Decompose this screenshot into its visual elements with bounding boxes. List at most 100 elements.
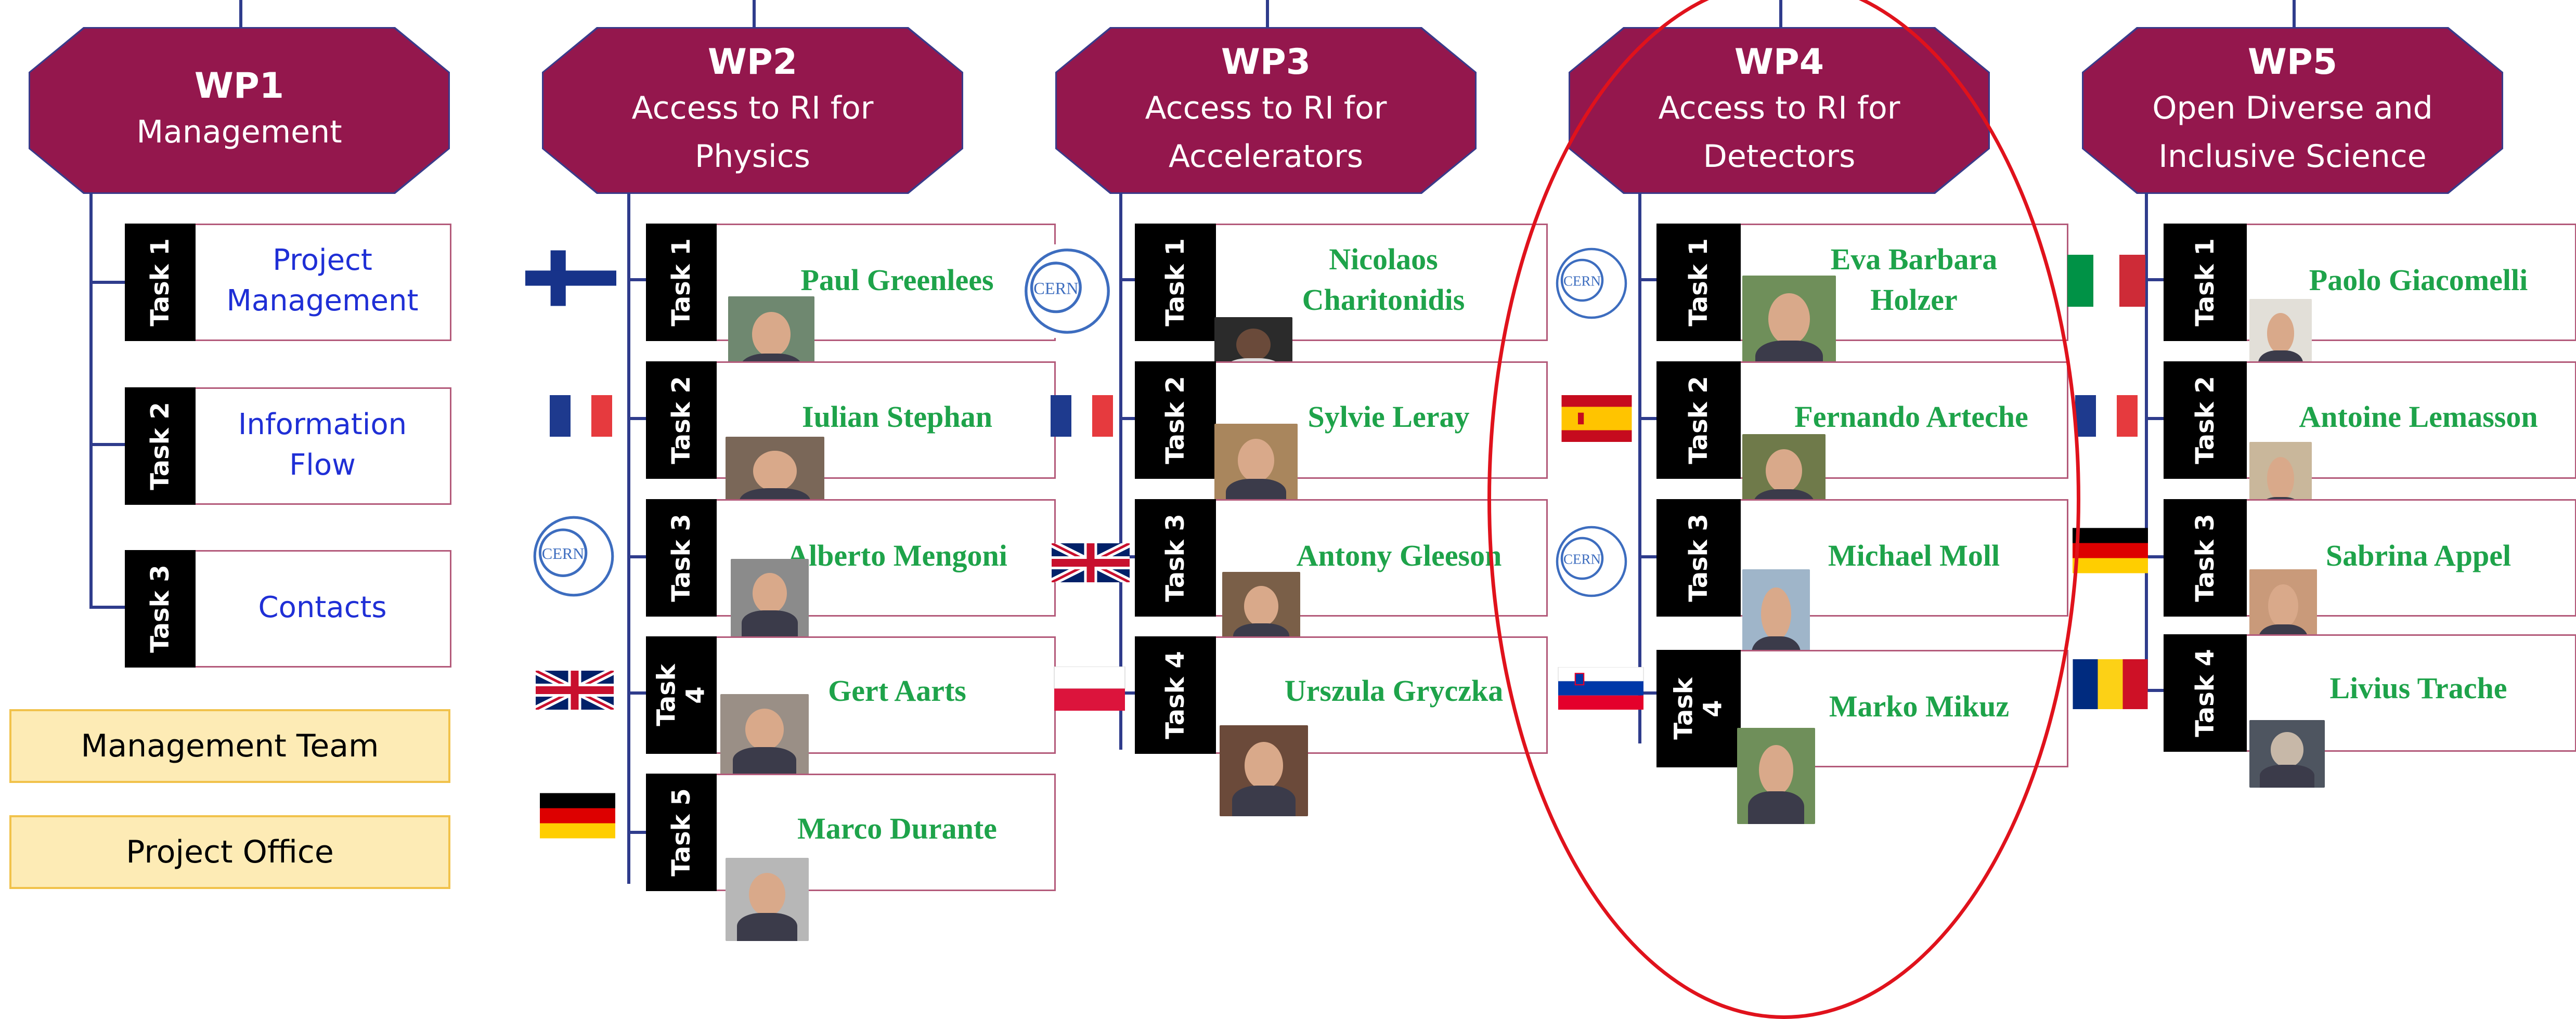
- task-label-line2: 4: [681, 686, 710, 704]
- wp3-title-line1: Access to RI for: [1145, 89, 1387, 126]
- wp1-connector: [89, 192, 93, 608]
- wp1-task3-connector: [89, 606, 126, 609]
- wp1-title: Management: [136, 114, 342, 150]
- task-label-text: Task 4: [2191, 649, 2220, 737]
- wp3-task2-photo: [1214, 424, 1298, 507]
- wp1-task2-connector: [89, 443, 126, 446]
- wp2-task2-leader: Iulian Stephan: [802, 400, 992, 434]
- wp3-title-line2: Accelerators: [1168, 138, 1364, 175]
- wp5-task3-label: Task 3: [2164, 499, 2247, 617]
- wp1-task2-title: Information Flow: [208, 404, 437, 486]
- wp2-task2-label: Task 2: [646, 361, 717, 479]
- wp1-id: WP1: [194, 66, 284, 107]
- wp3-task3-leader: Antony Gleeson: [1296, 539, 1502, 572]
- task-label-text: Task 1: [667, 238, 696, 326]
- france-flag-icon: [1051, 395, 1113, 437]
- wp2-task5-label: Task 5: [646, 774, 717, 891]
- romania-flag-icon: [2073, 659, 2148, 709]
- wp5-task4-connector: [2145, 689, 2165, 692]
- finland-flag-icon: [525, 250, 616, 306]
- wp3-task4-photo: [1220, 725, 1308, 816]
- wp2-task5-connector: [627, 831, 648, 834]
- wp5-task4-label: Task 4: [2164, 634, 2247, 752]
- wp2-connector: [627, 192, 630, 884]
- wp2-id: WP2: [707, 41, 798, 83]
- wp5-connector: [2145, 192, 2148, 691]
- wp3-id: WP3: [1221, 41, 1311, 83]
- wp2-task3-label: Task 3: [646, 499, 717, 617]
- france-flag-icon: [550, 395, 612, 437]
- task-label-line1: Task: [652, 664, 681, 726]
- wp2-task3-connector: [627, 555, 648, 558]
- top-connector-wp1: [239, 0, 242, 29]
- wp2-task5-photo: [726, 858, 809, 941]
- task-label-text: Task 1: [146, 238, 175, 326]
- task-label-text: Task 3: [2191, 514, 2220, 602]
- wp5-task3-connector: [2145, 555, 2165, 558]
- wp5-task1-connector: [2145, 278, 2165, 281]
- wp1-task3-label: Task 3: [125, 550, 196, 668]
- wp1-task1-title: Project Management: [208, 240, 437, 321]
- wp5-task2-connector: [2145, 417, 2165, 420]
- wp1-task1-title-line2: Management: [226, 284, 419, 318]
- france-flag-icon: [2075, 395, 2138, 437]
- wp3-task1-leader-line2: Charitonidis: [1302, 283, 1465, 317]
- wp5-header: WP5 Open Diverse and Inclusive Science: [2083, 29, 2502, 192]
- cern-logo-text: CERN: [542, 545, 585, 563]
- task-label-text: Task 2: [146, 402, 175, 490]
- task-label-text: Task 3: [1161, 514, 1190, 602]
- wp2-title-line2: Physics: [695, 138, 810, 175]
- wp5-task4-leader: Livius Trache: [2329, 671, 2507, 705]
- wp2-task3-leader: Alberto Mengoni: [787, 539, 1007, 572]
- wp1-task2-title-line1: Information: [238, 408, 407, 441]
- wp3-task3-label: Task 3: [1135, 499, 1216, 617]
- top-connector-wp3: [1266, 0, 1269, 29]
- cern-logo-icon: CERN: [529, 512, 618, 600]
- wp3-task2-leader: Sylvie Leray: [1308, 400, 1470, 434]
- poland-flag-icon: [1054, 667, 1125, 711]
- wp3-task4-connector: [1119, 691, 1137, 695]
- wp5-task4-photo: [2249, 720, 2325, 788]
- task-label-text: Task 2: [667, 376, 696, 464]
- wp1-task1-connector: [89, 281, 126, 284]
- wp2-task5-leader: Marco Durante: [797, 812, 997, 845]
- cern-logo-icon: CERN: [1020, 244, 1114, 338]
- wp5-id: WP5: [2247, 41, 2338, 83]
- wp2-header: WP2 Access to RI for Physics: [543, 29, 962, 192]
- wp1-task1-title-line1: Project: [273, 243, 372, 277]
- wp5-title-line1: Open Diverse and: [2152, 89, 2433, 126]
- wp1-task3-title: Contacts: [258, 591, 387, 624]
- wp5-title-line2: Inclusive Science: [2158, 138, 2427, 175]
- wp2-task3-photo: [731, 559, 809, 637]
- wp5-task1-label: Task 1: [2164, 224, 2247, 341]
- wp3-task4-leader: Urszula Gryczka: [1284, 674, 1504, 708]
- task-label-text: Task 5: [667, 788, 696, 877]
- wp4-highlight-ellipse: [1487, 0, 2080, 1019]
- wp2-task4-connector: [627, 691, 648, 695]
- wp3-task4-label: Task 4: [1135, 636, 1216, 754]
- wp2-task2-connector: [627, 417, 648, 420]
- uk-flag-icon: [1052, 543, 1130, 582]
- wp3-task2-label: Task 2: [1135, 361, 1216, 479]
- wp3-task1-leader-line1: Nicolaos: [1329, 242, 1438, 276]
- cern-logo-text: CERN: [1033, 279, 1078, 298]
- task-label-text: Task 4: [1161, 651, 1190, 739]
- wp3-connector: [1119, 192, 1122, 750]
- wp1-task2-title-line2: Flow: [289, 448, 356, 482]
- management-team-box: Management Team: [9, 709, 450, 783]
- wp5-task2-label: Task 2: [2164, 361, 2247, 479]
- wp1-task1-label: Task 1: [125, 224, 196, 341]
- wp2-title-line1: Access to RI for: [631, 89, 874, 126]
- wp5-task1-leader: Paolo Giacomelli: [2309, 263, 2528, 297]
- task-label-text: Task 2: [1161, 376, 1190, 464]
- task-label-text: Task 2: [2191, 376, 2220, 464]
- task-label-text: Task 1: [1161, 238, 1190, 326]
- project-office-box: Project Office: [9, 815, 450, 889]
- wp5-task3-leader: Sabrina Appel: [2325, 539, 2512, 572]
- task-label-text: Task 1: [2191, 238, 2220, 326]
- task-label-text: Task 3: [667, 514, 696, 602]
- wp3-task1-connector: [1119, 278, 1137, 281]
